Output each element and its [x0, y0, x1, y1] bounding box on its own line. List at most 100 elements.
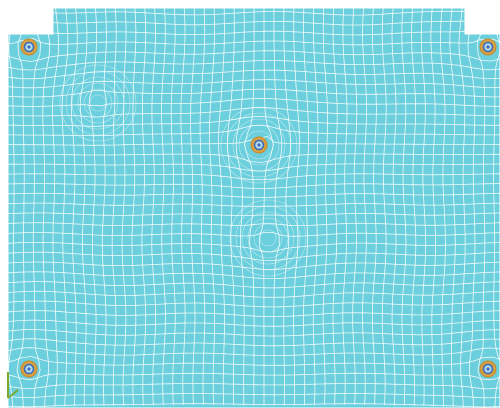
- mesh-edge: [381, 8, 387, 406]
- mesh-edge: [8, 107, 500, 118]
- mesh-edge: [8, 310, 500, 318]
- mesh-refinement-ring: [247, 217, 289, 259]
- mesh-refinement-ring: [238, 124, 280, 166]
- mesh-edge: [32, 8, 42, 408]
- mesh-edge: [449, 8, 456, 407]
- mesh-refinement-ring: [65, 70, 131, 136]
- mesh-edge: [458, 8, 466, 408]
- mesh-edge: [8, 338, 500, 347]
- mesh-edge: [8, 50, 500, 62]
- mesh-edge: [243, 8, 255, 406]
- mesh-edge: [391, 8, 397, 406]
- mesh-edge: [8, 60, 500, 71]
- mesh-edge: [493, 8, 500, 408]
- mesh-edge: [420, 8, 427, 407]
- mesh-edge: [8, 10, 500, 16]
- mesh-edge: [8, 69, 500, 80]
- mesh-edge: [8, 242, 500, 253]
- mesh-edge: [258, 8, 274, 406]
- mesh-edge: [411, 8, 417, 406]
- mesh-edge: [8, 300, 500, 308]
- mounting-hole-center-icon[interactable]: [250, 136, 268, 154]
- mesh-refinement-ring: [244, 130, 274, 160]
- mesh-edge: [8, 355, 500, 366]
- mesh-edge: [8, 124, 500, 137]
- mesh-edge: [141, 8, 147, 406]
- mesh-edge: [52, 8, 60, 407]
- mesh-edge: [8, 372, 500, 381]
- mesh-edge: [209, 8, 215, 405]
- mesh-edge: [218, 8, 225, 405]
- mesh-edge: [8, 37, 500, 46]
- mesh-edge: [401, 8, 407, 406]
- hole-markers: [20, 38, 497, 378]
- mesh-edge: [8, 393, 500, 399]
- mesh-edge: [8, 329, 500, 337]
- mesh-edge: [79, 8, 88, 406]
- mesh-edge: [42, 8, 51, 408]
- axis-triad-icon: [7, 372, 19, 399]
- mesh-refinement-ring: [77, 82, 119, 124]
- mesh-edge: [8, 290, 500, 298]
- mesh-edge: [8, 403, 500, 408]
- mesh-edge: [111, 8, 117, 406]
- mesh-edge: [8, 153, 500, 163]
- mesh-edge: [8, 261, 500, 270]
- mesh-refinement-ring: [259, 229, 277, 247]
- mesh-edge: [322, 8, 328, 406]
- mesh-edge: [467, 8, 476, 408]
- mesh-edge: [476, 8, 486, 408]
- mesh-refinement-ring: [226, 112, 292, 178]
- mesh-edge: [8, 192, 500, 198]
- mesh-edge: [8, 202, 500, 207]
- mounting-hole-bottom-left-icon[interactable]: [20, 360, 38, 378]
- mesh-edge: [8, 79, 500, 89]
- mesh-edge: [8, 183, 500, 189]
- mesh-edge: [88, 8, 97, 406]
- mesh-edge: [61, 8, 69, 407]
- mounting-hole-top-left-icon[interactable]: [20, 38, 38, 56]
- mesh-edge: [8, 20, 500, 26]
- mounting-hole-bottom-right-icon[interactable]: [479, 360, 497, 378]
- mesh-refinement-ring: [232, 118, 286, 172]
- mesh-edge: [8, 8, 15, 408]
- mesh-edge: [161, 8, 166, 406]
- mesh-edge: [226, 8, 235, 406]
- mesh-edge: [8, 28, 500, 36]
- mesh-refinement-ring: [89, 94, 107, 112]
- mesh-edge: [0, 0, 4, 407]
- mesh-edge: [180, 8, 186, 405]
- mesh-edge: [8, 231, 500, 237]
- mesh-edge: [342, 8, 348, 405]
- mesh-edge: [293, 8, 300, 406]
- mounting-hole-top-right-icon[interactable]: [479, 38, 497, 56]
- mesh-edge: [8, 271, 500, 280]
- mesh-refinement-ring: [241, 211, 295, 265]
- mesh-edge: [8, 347, 500, 357]
- mesh-edge: [170, 8, 176, 405]
- mesh-edge: [70, 8, 78, 407]
- mesh-edge: [8, 136, 500, 146]
- mesh-refinement-ring: [59, 64, 137, 142]
- mesh-edge: [8, 173, 500, 181]
- mesh-refinement-ring: [253, 223, 283, 253]
- mesh-edge: [151, 8, 157, 406]
- mesh-refinement-ring: [220, 106, 298, 184]
- mesh-edge: [235, 8, 245, 406]
- mesh-refinement-ring: [71, 76, 125, 130]
- mesh-edge: [439, 8, 446, 407]
- mesh-edge: [16, 8, 25, 408]
- mesh-refinement-ring: [235, 205, 301, 271]
- mesh-edge: [430, 8, 437, 407]
- mesh-edge: [8, 222, 500, 226]
- mesh-edge: [372, 8, 377, 405]
- mesh-edge: [8, 163, 500, 172]
- mesh-refinement-ring: [229, 199, 307, 277]
- mesh-edge: [0, 1, 500, 5]
- mesh-edge: [332, 8, 338, 405]
- mesh-edge: [312, 8, 319, 406]
- mesh-edge: [8, 251, 500, 262]
